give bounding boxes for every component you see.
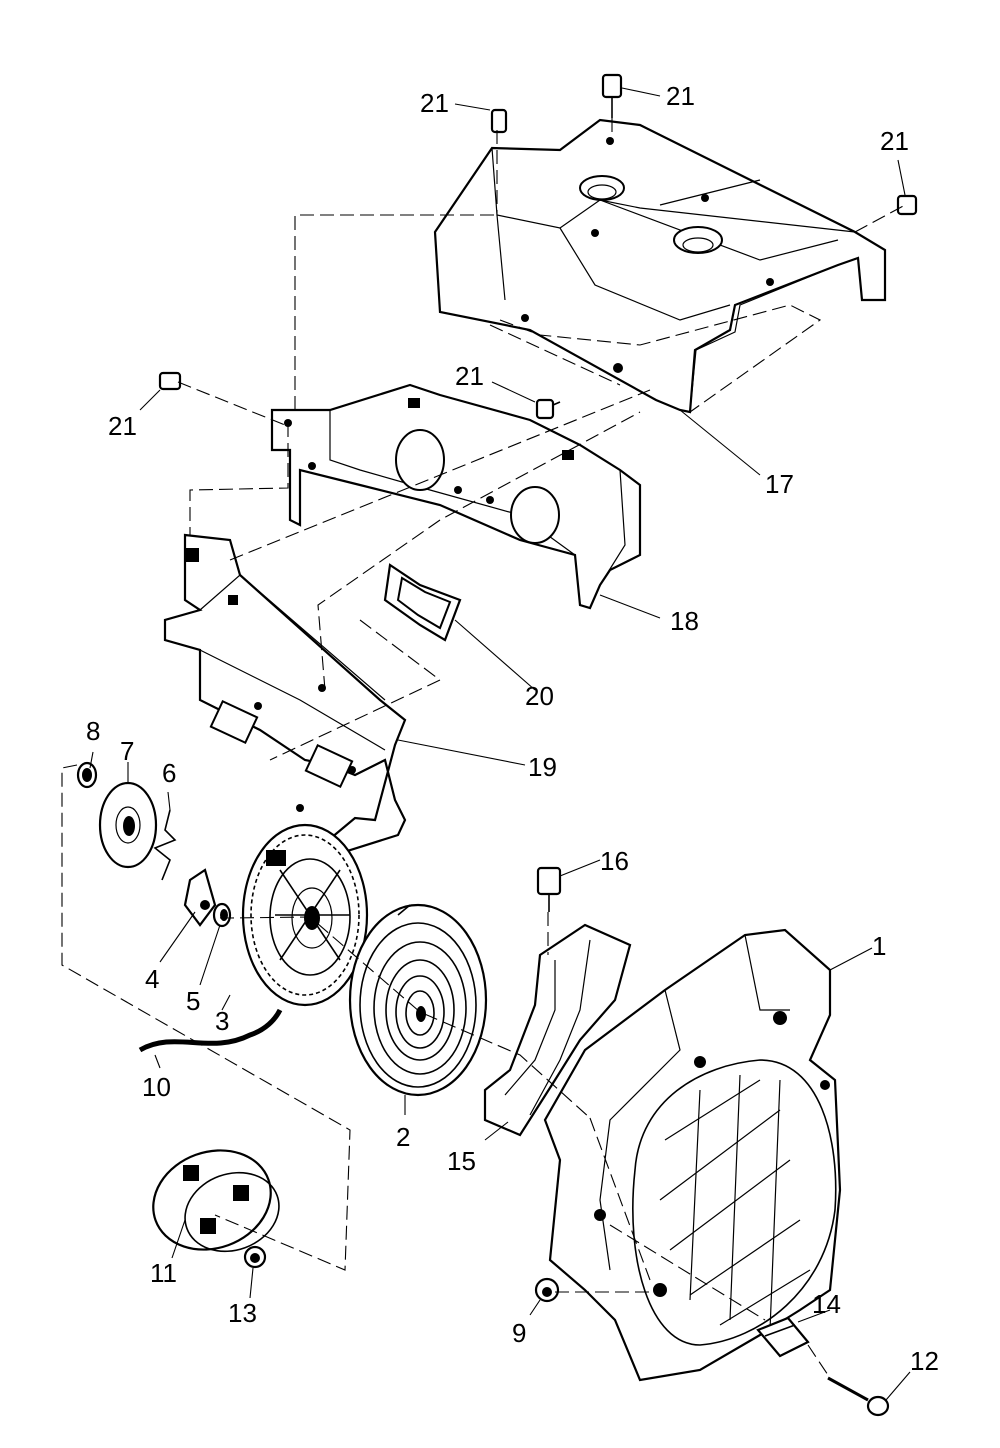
- callout-17: 17: [765, 469, 794, 499]
- part-8-nut: [76, 761, 98, 789]
- part-20-gasket: [383, 563, 462, 642]
- callout-3: 3: [215, 1006, 229, 1036]
- callout-12: 12: [910, 1346, 939, 1376]
- callout-4: 4: [145, 964, 159, 994]
- part-21-bolt-top: [601, 73, 623, 118]
- callout-19: 19: [528, 752, 557, 782]
- callout-21: 21: [108, 411, 137, 441]
- callout-8: 8: [86, 716, 100, 746]
- callout-18: 18: [670, 606, 699, 636]
- part-13-nut: [243, 1245, 267, 1269]
- part-3-starter-pulley: [241, 823, 369, 1007]
- part-17-top-shroud: [433, 118, 887, 414]
- callout-20: 20: [525, 681, 554, 711]
- callout-5: 5: [186, 986, 200, 1016]
- part-15-bracket: [483, 923, 632, 1137]
- callout-10: 10: [142, 1072, 171, 1102]
- part-16-bolt: [536, 866, 562, 912]
- callout-1: 1: [872, 931, 886, 961]
- part-1-fan-housing: [543, 928, 842, 1382]
- part-21-bolt-left: [158, 371, 182, 391]
- part-6-spring-clip: [153, 809, 177, 881]
- callout-21: 21: [420, 88, 449, 118]
- part-14-clamp: [756, 1316, 810, 1358]
- part-12-long-bolt: [827, 1376, 890, 1417]
- callout-14: 14: [812, 1289, 841, 1319]
- part-10-starter-rope: [138, 1008, 283, 1053]
- part-21-bolt-upper-left: [490, 108, 508, 134]
- part-9-nut: [534, 1277, 560, 1303]
- part-21-bolt-right: [896, 194, 918, 216]
- part-5-spacer: [212, 902, 232, 928]
- callout-labels: 21 21 21 21 21 17 18 20 19 8 7 6 4 5 3 1…: [86, 81, 939, 1376]
- callout-11: 11: [150, 1258, 177, 1288]
- callout-7: 7: [120, 736, 134, 766]
- leader-lines: [89, 87, 911, 1401]
- assembly-lines: [61, 118, 906, 1379]
- part-18-cylinder-baffle: [270, 383, 642, 610]
- callout-15: 15: [447, 1146, 476, 1176]
- callout-9: 9: [512, 1318, 526, 1348]
- callout-16: 16: [600, 846, 629, 876]
- callout-6: 6: [162, 758, 176, 788]
- callout-21: 21: [455, 361, 484, 391]
- part-7-cover-plate: [98, 781, 158, 869]
- callout-13: 13: [228, 1298, 257, 1328]
- part-2-recoil-spring: [348, 903, 488, 1097]
- callout-21: 21: [880, 126, 909, 156]
- callout-21: 21: [666, 81, 695, 111]
- callout-2: 2: [396, 1122, 410, 1152]
- part-11-ratchet-cup: [152, 1149, 280, 1253]
- part-19-lower-baffle: [163, 533, 407, 860]
- part-4-pawl: [183, 868, 217, 927]
- part-21-bolt-middle: [535, 398, 561, 420]
